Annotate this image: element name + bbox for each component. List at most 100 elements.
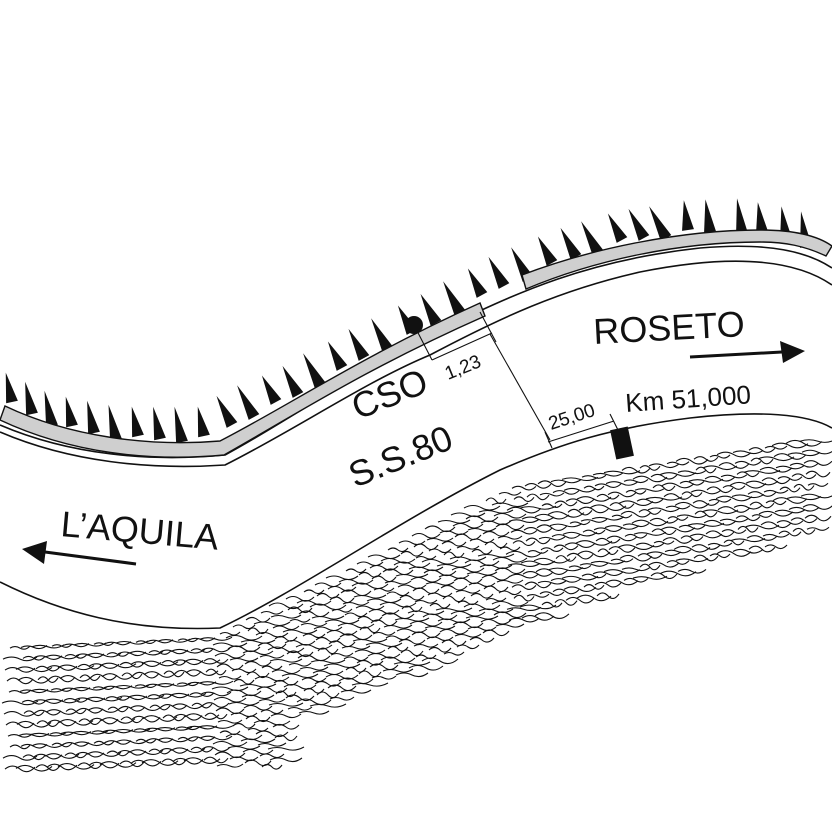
scarp-stroke [299, 666, 329, 671]
slope-triangle [443, 281, 466, 316]
scarp-stroke [99, 761, 137, 768]
scarp-stroke [384, 580, 412, 585]
scarp-stroke [708, 498, 732, 503]
scarp-stroke [618, 500, 654, 507]
dimension-lines [413, 311, 619, 449]
scarp-stroke [478, 509, 514, 514]
scarp-stroke [609, 502, 635, 509]
scarp-stroke [135, 738, 157, 744]
scarp-stroke [325, 575, 359, 581]
scarp-stroke [371, 675, 397, 680]
scarp-stroke [119, 661, 145, 668]
scarp-stroke [296, 599, 332, 606]
scarp-stroke [261, 763, 283, 770]
scarp-stroke [745, 480, 779, 486]
scarp-stroke [148, 650, 172, 655]
scarp-stroke [7, 733, 33, 738]
scarp-stroke [9, 744, 31, 750]
scarp-stroke [579, 562, 609, 567]
slope-triangle [237, 385, 260, 420]
scarp-stroke [253, 621, 291, 627]
scarp-stroke [162, 714, 186, 722]
scarp-stroke [495, 623, 525, 628]
scarp-stroke [465, 615, 499, 620]
scarp-stroke [471, 548, 493, 555]
scarp-stroke [386, 591, 410, 597]
scarp-stroke [216, 763, 244, 768]
scarp-stroke [536, 524, 568, 531]
scarp-stroke [480, 520, 512, 526]
scarp-stroke [524, 581, 552, 589]
scarp-stroke [135, 639, 157, 645]
scarp-stroke [272, 723, 300, 730]
scarp-stroke [44, 654, 80, 660]
scarp-stroke [617, 544, 655, 551]
scarp-stroke [690, 489, 722, 495]
scarp-stroke [801, 449, 832, 455]
scarp-stroke [734, 460, 762, 466]
scarp-stroke [793, 483, 815, 491]
scarp-stroke [15, 666, 53, 673]
scarp-stroke [326, 629, 358, 636]
scarp-stroke [257, 742, 287, 747]
scarp-stroke [116, 695, 148, 701]
scarp-stroke [534, 513, 570, 520]
scarp-stroke [450, 512, 486, 518]
scarp-stroke [436, 563, 472, 568]
scarp-stroke [523, 527, 553, 533]
scarp-stroke [45, 709, 79, 715]
scarp-stroke [159, 649, 189, 655]
scarp-stroke [715, 495, 753, 502]
scarp-stroke [64, 653, 88, 659]
scarp-stroke [520, 560, 556, 566]
scarp-stroke [576, 496, 612, 502]
scarp-stroke [241, 694, 275, 700]
scarp-stroke [622, 522, 650, 528]
scarp-stroke [141, 759, 179, 766]
scarp-stroke [575, 540, 613, 546]
scarp-stroke [521, 516, 555, 522]
scarp-stroke [72, 686, 108, 691]
scarp-stroke [469, 636, 495, 643]
scarp-stroke [526, 593, 550, 598]
scarp-stroke [157, 737, 191, 743]
scarp-stroke [30, 688, 66, 693]
scarp-stroke [93, 740, 115, 746]
scarp-stroke [283, 683, 317, 690]
scarp-stroke [242, 748, 274, 755]
scarp-stroke [385, 635, 411, 641]
scarp-stroke [396, 628, 428, 634]
scarp-stroke [20, 645, 48, 650]
scarp-stroke [661, 482, 695, 489]
scarp-stroke [610, 558, 634, 563]
scarp-stroke [429, 602, 451, 609]
slope-triangle [44, 390, 58, 428]
scarp-stroke [791, 473, 817, 480]
scarp-stroke [214, 652, 246, 659]
scarp-stroke [470, 592, 494, 599]
scarp-stroke [485, 597, 507, 602]
scarp-stroke [569, 520, 591, 526]
scarp-stroke [748, 447, 776, 453]
scarp-stroke [61, 687, 91, 692]
scarp-stroke [134, 683, 158, 689]
scarp-stroke [722, 485, 746, 490]
scarp-stroke [709, 454, 731, 459]
scarp-stroke [733, 504, 763, 510]
scarp-stroke [750, 457, 774, 465]
scarp-stroke [679, 480, 705, 486]
scarp-stroke [369, 564, 399, 571]
scarp-stroke [2, 656, 38, 662]
scarp-stroke [442, 595, 466, 603]
scarp-stroke [422, 613, 458, 621]
scarp-stroke [567, 508, 593, 516]
scarp-stroke [680, 535, 704, 542]
scarp-stroke [494, 567, 526, 575]
scarp-stroke [317, 647, 339, 655]
scarp-stroke [647, 507, 681, 513]
scarp-stroke [367, 554, 401, 560]
label-dim-1: 1,23 [442, 351, 484, 384]
scarp-stroke [284, 639, 316, 646]
scarp-stroke [552, 490, 580, 495]
scarp-stroke [368, 608, 400, 615]
